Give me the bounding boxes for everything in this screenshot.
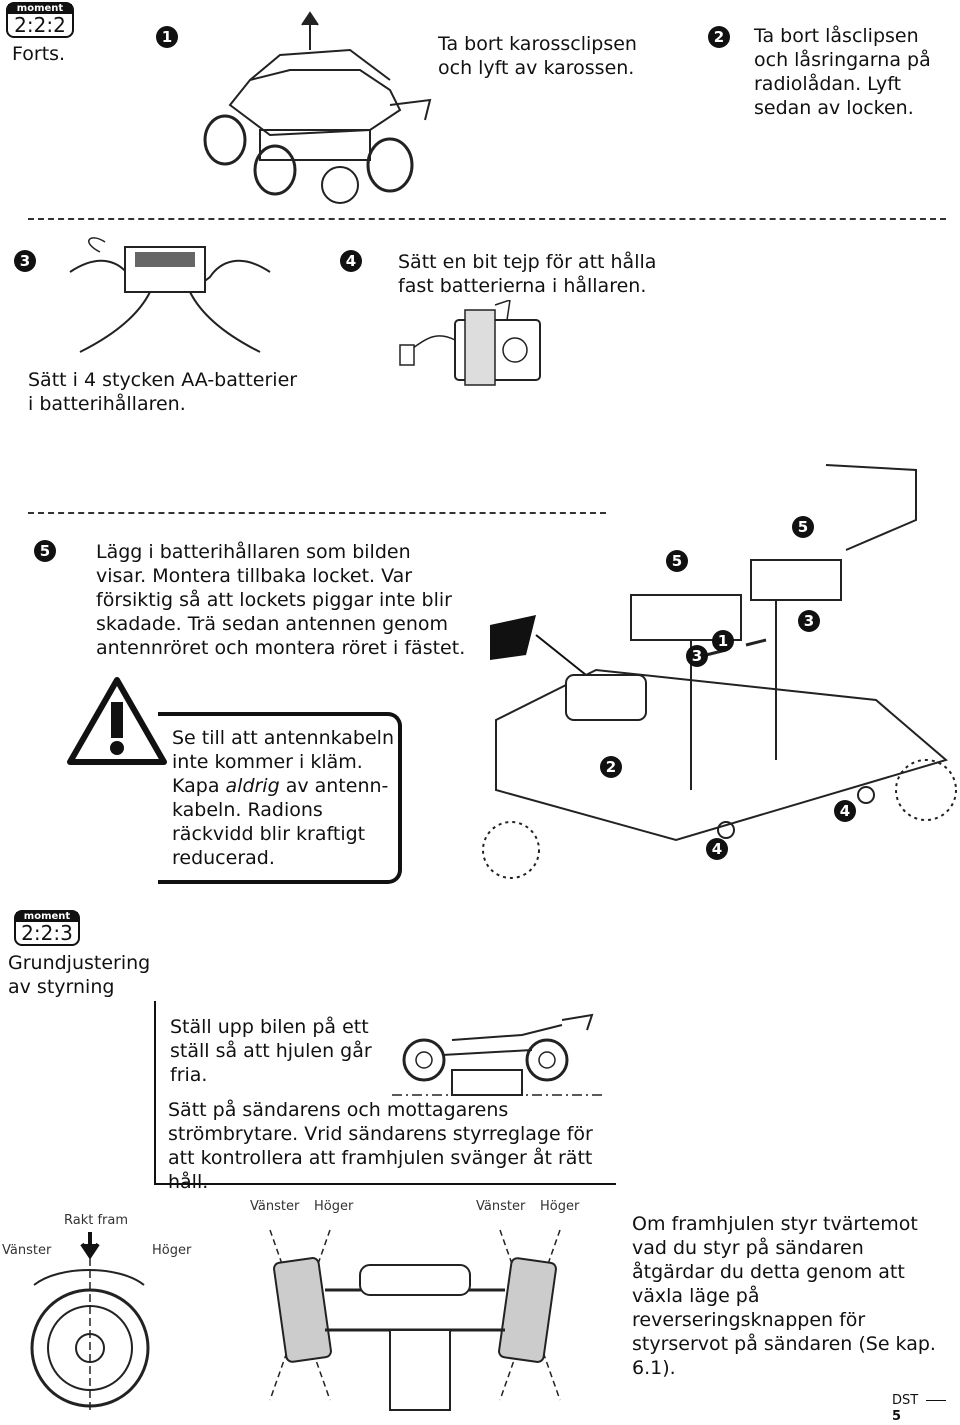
badge-top-label: moment <box>8 4 72 14</box>
diagram-label-5a: 5 <box>666 550 688 572</box>
step-1-text: Ta bort karossclipsen och lyft av kaross… <box>438 33 637 79</box>
steering-wheel-illustration <box>30 1232 150 1411</box>
step-1-number: 1 <box>156 26 178 48</box>
divider-2 <box>28 512 606 514</box>
label-vanster: Vänster <box>2 1243 52 1258</box>
warning-text: Se till att antennkabeln inte kommer i k… <box>172 726 400 870</box>
footer-dash <box>926 1400 947 1401</box>
footer-brand: DST <box>892 1393 919 1408</box>
instruction-text-1: Ställ upp bilen på ett ställ så att hjul… <box>170 1016 372 1086</box>
warning-box <box>158 712 402 884</box>
instruction-box <box>154 1001 616 1185</box>
label-hoger: Höger <box>152 1243 192 1258</box>
car-on-stand-illustration <box>392 1013 602 1096</box>
badge-value: 2:2:2 <box>14 13 66 37</box>
moment-badge: moment 2:2:2 <box>6 2 74 38</box>
radio-box-assembly-diagram <box>482 464 957 879</box>
footer: DST 5 <box>892 1393 960 1425</box>
diagram-label-4a: 4 <box>706 838 728 860</box>
car-body-removal-illustration <box>203 11 432 204</box>
diagram-label-3b: 3 <box>798 610 820 632</box>
badge-2-value: 2:2:3 <box>21 921 73 945</box>
hands-inserting-batteries-illustration <box>69 237 271 353</box>
step-2-number: 2 <box>708 26 730 48</box>
warning-text-part-1: Se till att antennkabeln inte kommer i k… <box>172 727 394 797</box>
step-4-text: Sätt en bit tejp för att hålla fast batt… <box>398 251 657 297</box>
warning-triangle-icon <box>67 677 167 765</box>
diagram-label-5b: 5 <box>792 516 814 538</box>
step-4-number: 4 <box>340 250 362 272</box>
note-text: Om framhjulen styr tvärtemot vad du styr… <box>632 1213 936 1379</box>
diagram-label-1: 1 <box>712 630 734 652</box>
instruction-text-2: Sätt på sändarens och mottagarens strömb… <box>168 1099 593 1193</box>
warning-emphasis: aldrig <box>225 775 280 797</box>
diagram-label-2: 2 <box>600 756 622 778</box>
diagram-label-4b: 4 <box>834 800 856 822</box>
step-5-number: 5 <box>34 540 56 562</box>
moment-badge-2: moment 2:2:3 <box>14 910 80 946</box>
page-number: 5 <box>892 1409 902 1424</box>
step-5-text: Lägg i batterihållaren som bilden visar.… <box>96 541 466 659</box>
step-2-text: Ta bort låsclipsen och låsringarna på ra… <box>754 25 931 119</box>
taped-battery-holder-illustration <box>399 300 541 386</box>
subtitle: Forts. <box>12 43 66 65</box>
label-vanster-2: Vänster <box>250 1199 300 1214</box>
front-axle-steering-illustration <box>269 1229 561 1411</box>
badge-2-top-label: moment <box>16 912 78 922</box>
section-title: Grundjustering av styrning <box>8 952 151 998</box>
diagram-label-3a: 3 <box>686 645 708 667</box>
step-3-text: Sätt i 4 stycken AA-batterier i batterih… <box>28 369 298 415</box>
divider-1 <box>28 218 946 220</box>
label-hoger-3: Höger <box>540 1199 580 1214</box>
label-rakt-fram: Rakt fram <box>64 1213 129 1228</box>
label-vanster-3: Vänster <box>476 1199 526 1214</box>
step-3-number: 3 <box>14 250 36 272</box>
warning-text-part-2: av antenn­kabeln. Radions räckvidd blir … <box>172 775 389 869</box>
label-hoger-2: Höger <box>314 1199 354 1214</box>
